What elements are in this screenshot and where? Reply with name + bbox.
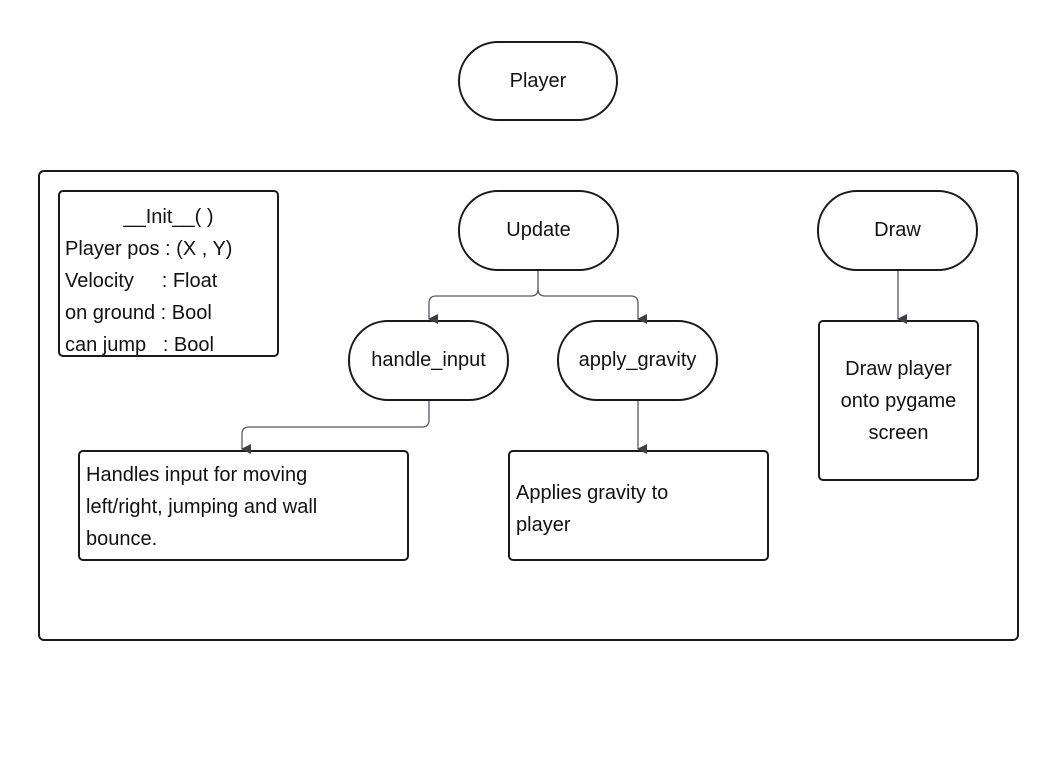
- player-class-container: [38, 170, 1019, 641]
- apply-gravity-note-line: Applies gravity to: [516, 482, 669, 504]
- draw-note-line: Draw player: [845, 358, 952, 380]
- apply-gravity-note-line: player: [516, 514, 571, 536]
- apply-gravity-node: apply_gravity: [557, 320, 718, 401]
- player-node: Player: [458, 41, 618, 121]
- handle-input-node-label: handle_input: [371, 349, 486, 371]
- handle-input-note-line: left/right, jumping and wall: [86, 496, 318, 518]
- apply-gravity-note: Applies gravity to player: [508, 450, 769, 561]
- draw-note-line: onto pygame: [840, 390, 957, 412]
- update-node: Update: [458, 190, 619, 271]
- handle-input-note-line: bounce.: [86, 528, 158, 550]
- draw-node: Draw: [817, 190, 978, 271]
- init-line-can-jump: can jump : Bool: [65, 334, 214, 356]
- apply-gravity-node-label: apply_gravity: [578, 349, 697, 371]
- connector-update-to-handle-input: [428, 271, 539, 324]
- init-line-player-pos: Player pos : (X , Y): [65, 238, 233, 260]
- handle-input-note-line: Handles input for moving: [86, 464, 308, 486]
- player-node-label: Player: [509, 69, 567, 92]
- init-line-on-ground: on ground : Bool: [65, 302, 212, 324]
- draw-note-line: screen: [868, 422, 929, 444]
- draw-note: Draw player onto pygame screen: [818, 320, 979, 481]
- draw-node-label: Draw: [874, 219, 921, 241]
- connector-update-to-apply-gravity: [537, 288, 647, 324]
- update-node-label: Update: [506, 219, 571, 241]
- init-line-velocity: Velocity : Float: [65, 270, 218, 292]
- handle-input-note: Handles input for moving left/right, jum…: [78, 450, 409, 561]
- connector-handle-input-to-note: [241, 401, 430, 454]
- init-title: __Init__( ): [123, 206, 214, 228]
- init-box: __Init__( ) Player pos : (X , Y) Velocit…: [58, 190, 279, 357]
